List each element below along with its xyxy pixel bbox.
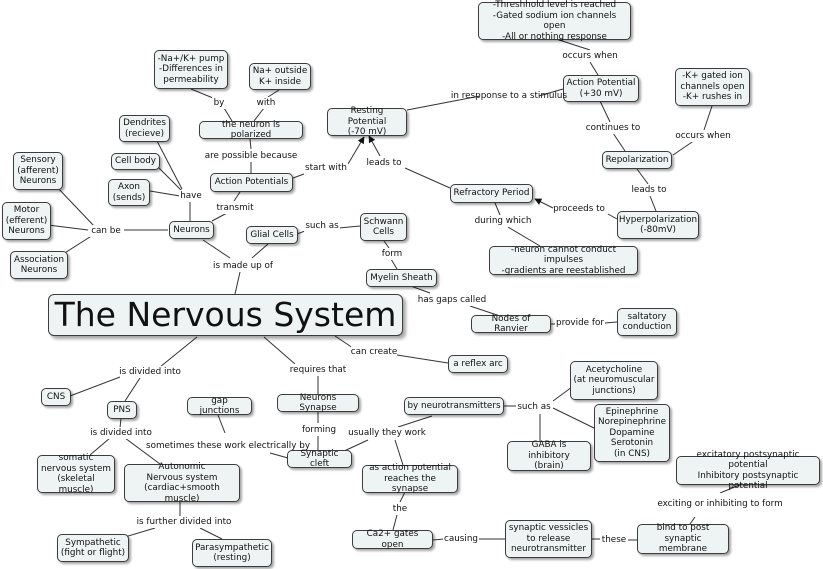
link-is-made-up-of: is made up of [213, 260, 274, 272]
concept-neurons-synapse: Neurons Synapse [277, 393, 359, 413]
link-is-further-divided-into: is further divided into [136, 516, 232, 528]
link-form: form [380, 248, 404, 260]
concept-refractory: Refractory Period [450, 184, 533, 203]
link-are-possible-because: are possible because [204, 150, 298, 162]
link-such-as-2: such as [516, 401, 552, 413]
link-with: with [255, 97, 277, 109]
concept-motor: Motor (efferent) Neurons [2, 202, 51, 240]
concept-sympathetic: Sympathetic (fight or flight) [57, 534, 129, 562]
concept-cns: CNS [41, 388, 71, 406]
concept-saltatory: saltatory conduction [617, 308, 677, 336]
concept-acetylcholine: Acetycholine (at neuromuscular junctions… [570, 361, 658, 400]
concept-action-potential-30: Action Potential (+30 mV) [563, 75, 639, 102]
concept-somatic: somatic nervous system (skeletal muscle) [37, 453, 115, 495]
concept-pns: PNS [107, 401, 137, 419]
concept-reflex: a reflex arc [448, 355, 508, 373]
concept-schwann: Schwann Cells [360, 213, 407, 241]
concept-by-neurotransmitters: by neurotransmitters [404, 397, 504, 415]
link-proceeds-to: proceeds to [553, 203, 605, 215]
concept-glial: Glial Cells [246, 226, 298, 244]
concept-epinephrine: Epinephrine Norepinephrine Dopamine Sero… [594, 404, 670, 462]
concept-polarized: the neuron is polarized [199, 120, 303, 140]
link-in-response: in respponse to a stimulus [451, 85, 567, 107]
link-leads-to-2: leads to [630, 184, 668, 196]
link-by: by [212, 97, 226, 109]
concept-synaptic-cleft: Synaptic cleft [287, 449, 352, 469]
link-provide-for: provide for [555, 317, 605, 329]
link-start-with: start with [304, 162, 348, 174]
concept-na-k-pump: -Na+/K+ pump -Differences in permeabilit… [154, 50, 228, 89]
concept-myelin: Myelin Sheath [366, 269, 437, 287]
link-leads-to: leads to [365, 157, 403, 169]
link-sometimes: sometimes these work electrically by [146, 435, 310, 457]
concept-gaba: GABA is inhibitory (brain) [507, 440, 591, 471]
concept-repolarization: Repolarization [602, 151, 672, 169]
concept-sensory: Sensory (afferent) Neurons [13, 152, 63, 190]
concept-association: Association Neurons [10, 251, 68, 279]
link-the: the [391, 503, 409, 515]
concept-gap-junctions: gap junctions [187, 396, 252, 416]
link-continues-to: continues to [584, 122, 642, 134]
link-is-divided-into: is divided into [119, 366, 181, 378]
concept-bind: bind to post synaptic membrane [637, 523, 729, 554]
concept-ca-gates: Ca2+ gates open [352, 529, 433, 550]
concept-neurons: Neurons [169, 221, 214, 239]
link-transmit: transmit [215, 202, 255, 214]
concept-resting: Resting Potential (-70 mV) [327, 106, 407, 137]
concept-na-outside: Na+ outside K+ inside [249, 63, 311, 90]
link-is-divided-into-2: is divided into [89, 427, 153, 439]
concept-excitatory: excitatory postsynaptic potential Inhibi… [676, 450, 820, 491]
link-have: have [179, 190, 203, 202]
title-nervous-system: The Nervous System [48, 294, 403, 336]
concept-threshold: -Threshhold level is reached -Gated sodi… [478, 0, 631, 42]
link-usually-they-work: usually they work [348, 427, 426, 439]
concept-autonomic: Autonomic Nervous system (cardiac+smooth… [124, 462, 240, 504]
concept-cell-body: Cell body [111, 153, 160, 170]
link-during-which: during which [474, 215, 532, 227]
concept-vesicles: synaptic vessicles to release neurotrans… [505, 520, 592, 558]
link-can-be: can be [88, 225, 124, 237]
concept-k-gated: -K+ gated ion channels open -K+ rushes i… [675, 68, 750, 106]
link-these: these [600, 534, 628, 546]
link-occurs-when: occurs when [562, 50, 618, 62]
link-can-create: can create [350, 346, 398, 358]
concept-axon: Axon (sends) [108, 179, 150, 206]
link-has-gaps-called: has gaps called [417, 294, 487, 306]
link-occurs-when-2: occurs when [675, 130, 731, 142]
concept-as-ap-reaches: as action potential reaches the synapse [362, 463, 458, 494]
link-requires-that: requires that [289, 364, 347, 376]
concept-parasympathetic: Parasympathetic (resting) [192, 539, 272, 567]
link-forming: forming [300, 424, 338, 436]
link-such-as: such as [304, 220, 340, 232]
concept-action-potentials: Action Potentials [210, 173, 293, 192]
concept-ranvier: Nodes of Ranvier [471, 314, 551, 334]
concept-neuron-cannot: -neuron cannot conduct impulses -gradien… [489, 245, 638, 276]
link-exciting: exciting or inhibiting to form [657, 493, 783, 515]
link-causing: causing [443, 533, 479, 545]
concept-dendrites: Dendrites (recieve) [119, 115, 170, 142]
concept-hyperpolarization: Hyperpolarization (-80mV) [617, 211, 699, 239]
